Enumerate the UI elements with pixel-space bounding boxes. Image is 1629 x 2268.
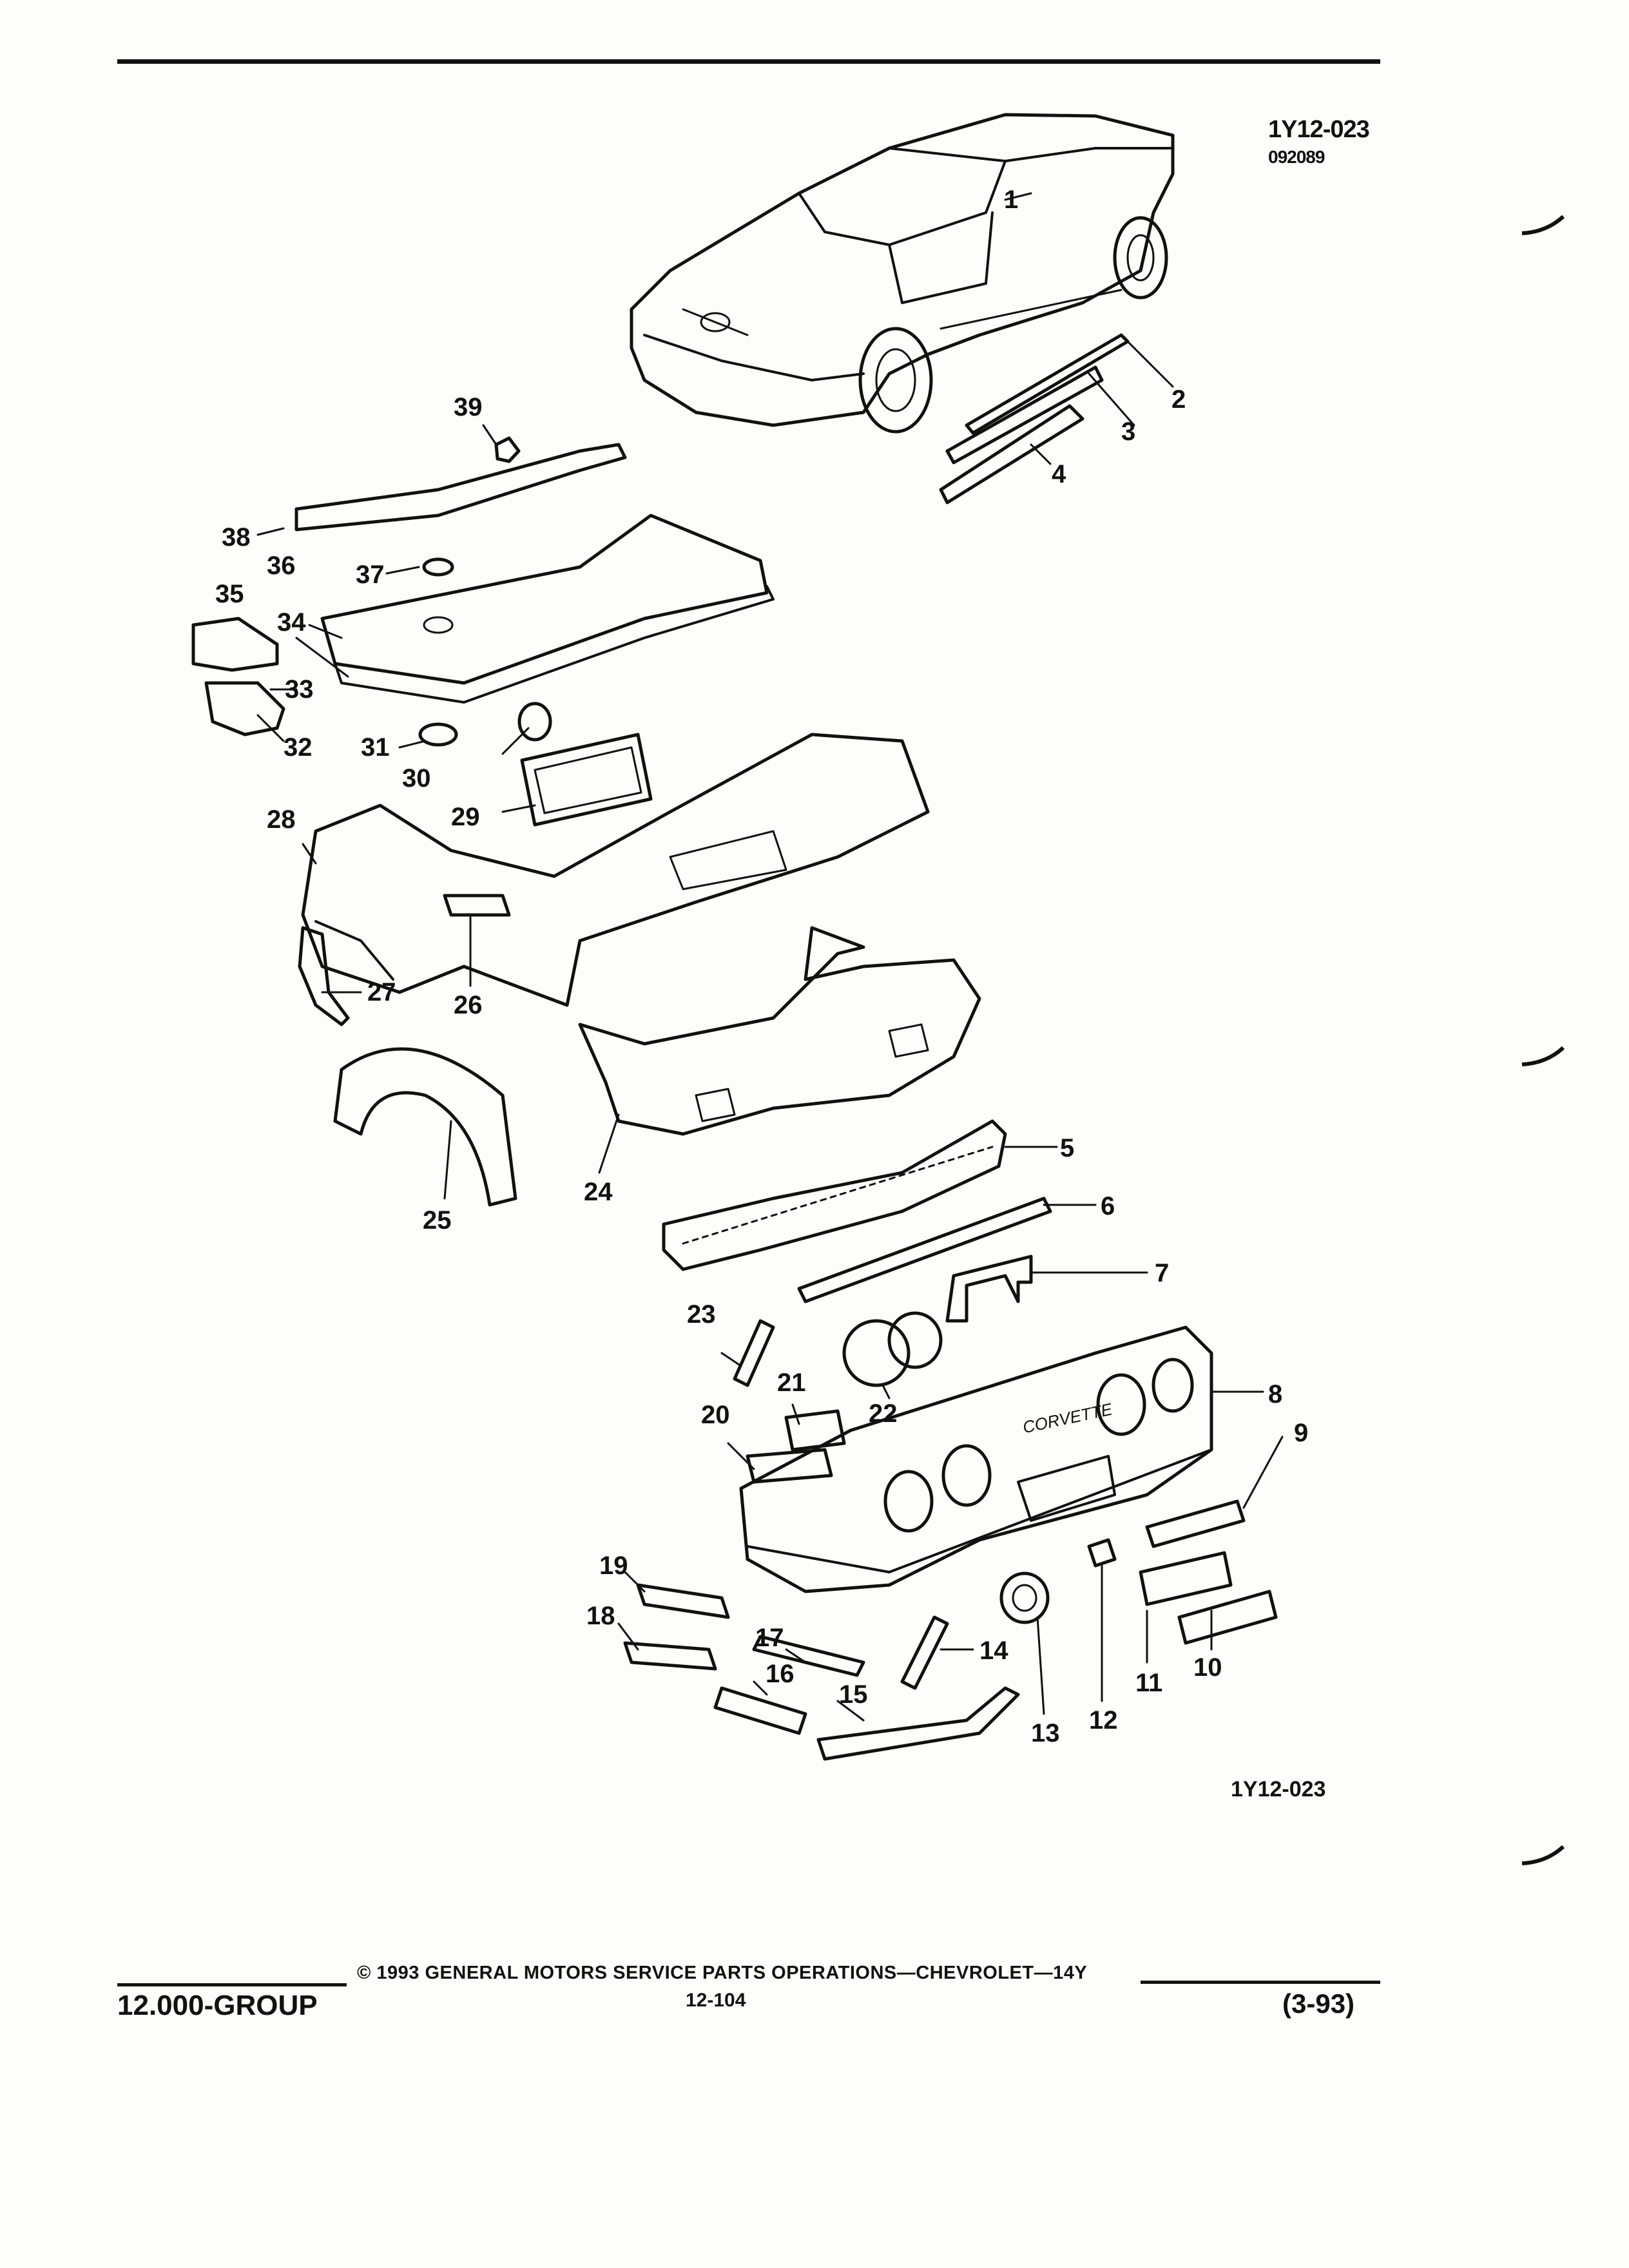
callout-14: 14 [979,1637,1008,1665]
margin-mark [1521,215,1565,235]
bumper-bracket [945,1254,1033,1323]
margin-mark [1521,1046,1565,1066]
side-marker-lamp [746,1448,833,1484]
rear-frame [578,926,981,1136]
footer-date: (3-93) [1282,1988,1355,2019]
lamp-housing [842,1311,943,1387]
leader-lines [256,192,1284,1722]
callout-24: 24 [584,1178,613,1206]
rear-upper-panel [320,514,775,704]
figure-reference-bottom: 1Y12-023 [1231,1777,1326,1802]
callout-20: 20 [701,1401,730,1429]
footer-rule-right [1141,1981,1380,1984]
callout-13: 13 [1031,1719,1060,1747]
fender-flare [298,926,350,1026]
callout-2: 2 [1171,385,1186,414]
callout-22: 22 [869,1399,898,1428]
wheelhouse-liner [333,1047,517,1207]
callout-16: 16 [766,1660,795,1688]
rear-body-panel [301,733,930,1007]
bumper-impact-bar [662,1119,1007,1271]
callout-39: 39 [454,393,483,421]
backup-lamps [1139,1551,1278,1645]
callout-33: 33 [285,675,314,704]
callout-21: 21 [777,1369,806,1397]
callout-23: 23 [687,1300,716,1329]
footer-copyright: © 1993 GENERAL MOTORS SERVICE PARTS OPER… [357,1963,1088,1983]
reflector-block [784,1409,846,1452]
marker-bracket [443,894,511,917]
callout-8: 8 [1268,1380,1283,1408]
top-rule [117,59,1380,64]
car-body-assembly [630,113,1175,434]
footer-rule-left [117,1983,347,1986]
callout-37: 37 [356,561,385,589]
bumper-strip [797,1196,1052,1303]
corvette-emblem [1145,1499,1246,1548]
callout-3: 3 [1121,418,1136,446]
footer-page-number: 12-104 [686,1990,746,2011]
callout-10: 10 [1193,1653,1222,1682]
callout-29: 29 [451,803,480,831]
callout-27: 27 [367,978,396,1006]
callout-35: 35 [215,580,244,608]
callout-25: 25 [423,1206,452,1235]
callout-1: 1 [1004,186,1019,214]
callout-31: 31 [361,733,390,762]
figure-reference-top: 1Y12-023 [1268,116,1370,143]
callout-9: 9 [1294,1419,1309,1447]
callout-11: 11 [1135,1669,1163,1697]
callout-5: 5 [1060,1134,1075,1162]
figure-code: 092089 [1268,147,1325,167]
callout-34: 34 [277,608,306,637]
rear-spoiler-parts [294,436,627,532]
footer-group: 12.000-GROUP [117,1990,318,2021]
callout-12: 12 [1089,1706,1118,1735]
callout-6: 6 [1101,1192,1115,1220]
side-strip [733,1319,775,1387]
callout-7: 7 [1155,1259,1170,1287]
callout-28: 28 [267,805,296,834]
rear-bumper-fascia [739,1325,1213,1593]
callout-32: 32 [284,733,313,762]
bumper-clip [1087,1538,1117,1568]
guide-bracket [900,1615,949,1690]
callout-18: 18 [586,1602,615,1630]
lamp-socket [999,1571,1050,1624]
brackets [191,617,285,736]
callout-4: 4 [1052,460,1066,488]
callout-38: 38 [222,523,251,552]
small-fittings [418,702,552,747]
callout-15: 15 [839,1680,868,1709]
callout-30: 30 [402,764,431,793]
license-plate-pocket [520,733,653,827]
callout-19: 19 [599,1552,628,1580]
lower-moldings [623,1583,1020,1761]
callout-17: 17 [755,1624,784,1652]
margin-mark [1521,1845,1565,1865]
callout-26: 26 [454,991,483,1019]
rocker-moldings [939,333,1130,505]
callout-36: 36 [267,552,296,580]
